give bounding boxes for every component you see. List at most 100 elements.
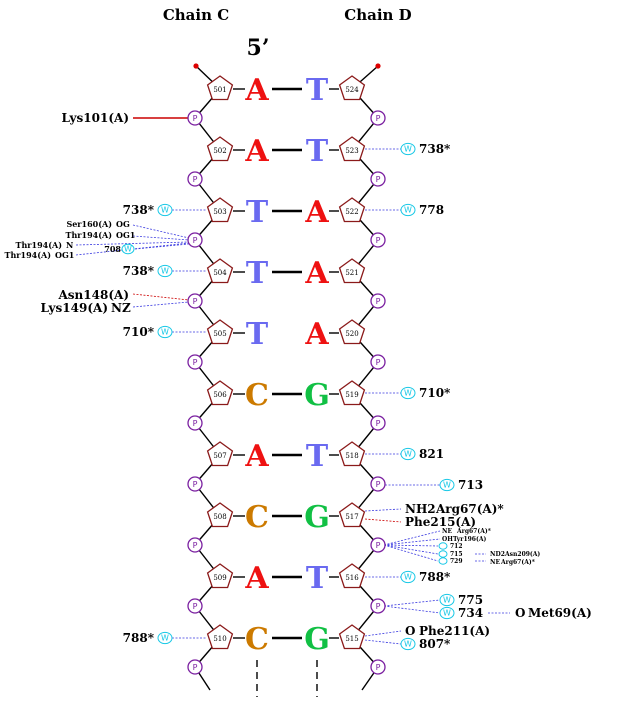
- residue-label: Arg67(A)*: [456, 528, 491, 535]
- phosphate-circle: [370, 659, 386, 675]
- residue-label: Tyr196(A): [453, 536, 486, 543]
- phosphate-letter: P: [193, 419, 198, 428]
- residue-number: 504: [213, 269, 227, 277]
- water-letter: W: [161, 206, 169, 215]
- base-letter: C: [245, 378, 269, 413]
- sugar-pentagon: [206, 563, 234, 589]
- atom-label: OG1: [116, 230, 135, 240]
- sugar-pentagon: [338, 197, 366, 223]
- water-label: 710*: [123, 325, 155, 339]
- phosphate-letter: P: [376, 358, 381, 367]
- phosphate-letter: P: [193, 358, 198, 367]
- water-label: 821: [419, 447, 444, 461]
- phosphate-circle: [187, 110, 203, 126]
- base-letter: G: [304, 622, 330, 657]
- sugar-pentagon: [338, 75, 366, 101]
- phosphate-circle: [370, 293, 386, 309]
- phosphate-letter: P: [376, 602, 381, 611]
- water-letter: W: [443, 609, 451, 618]
- water-molecule: [157, 203, 173, 217]
- residue-label: Phe211(A): [419, 624, 490, 638]
- phosphate-letter: P: [193, 175, 198, 184]
- atom-label: OG1: [55, 250, 74, 260]
- sugar-pentagon: [206, 624, 234, 650]
- water-molecule: [438, 557, 448, 565]
- phosphate-circle: [370, 171, 386, 187]
- phosphate-circle: [370, 537, 386, 553]
- water-letter: W: [161, 634, 169, 643]
- water-molecule: [157, 264, 173, 278]
- phosphate-circle: [187, 293, 203, 309]
- atom-label: NE: [490, 559, 500, 566]
- water-molecule: [400, 142, 416, 156]
- base-letter: A: [304, 256, 329, 291]
- atom-label: NZ: [111, 301, 131, 315]
- hbond-line: [132, 293, 190, 301]
- sugar-pentagon: [338, 502, 366, 528]
- phosphate-circle: [187, 415, 203, 431]
- phosphate-circle: [187, 598, 203, 614]
- base-letter: C: [245, 622, 269, 657]
- phosphate-letter: P: [193, 663, 198, 672]
- base-letter: T: [306, 439, 329, 474]
- water-letter: W: [404, 450, 412, 459]
- five-prime-label: 5’: [247, 35, 270, 61]
- base-letter: A: [244, 439, 269, 474]
- water-molecule: [157, 325, 173, 339]
- water-label: 775: [458, 593, 483, 607]
- sugar-pentagon: [338, 624, 366, 650]
- terminal-dot: [375, 63, 381, 69]
- phosphate-circle: [370, 415, 386, 431]
- phosphate-letter: P: [193, 541, 198, 550]
- sugar-pentagon: [338, 258, 366, 284]
- water-letter: W: [404, 206, 412, 215]
- phosphate-circle: [370, 232, 386, 248]
- phosphate-letter: P: [376, 236, 381, 245]
- hbond-line: [134, 243, 190, 250]
- residue-number: 515: [345, 635, 358, 643]
- sugar-pentagon: [338, 319, 366, 345]
- water-label: 788*: [419, 570, 451, 584]
- water-molecule: [157, 631, 173, 645]
- sugar-pentagon: [206, 136, 234, 162]
- hbond-line: [364, 518, 402, 523]
- water-label: 708: [104, 244, 121, 254]
- phosphate-letter: P: [193, 114, 198, 123]
- residue-number: 524: [345, 86, 359, 94]
- hbond-line: [383, 538, 441, 546]
- water-molecule: [400, 386, 416, 400]
- sugar-pentagon: [338, 563, 366, 589]
- chain-c-header: Chain C: [163, 6, 229, 24]
- phosphate-circle: [187, 232, 203, 248]
- base-letter: T: [306, 561, 329, 596]
- phosphate-letter: P: [376, 419, 381, 428]
- water-letter: W: [443, 481, 451, 490]
- atom-label: NH2: [405, 502, 436, 516]
- residue-number: 503: [213, 208, 226, 216]
- residue-number: 510: [213, 635, 226, 643]
- water-molecule: [400, 570, 416, 584]
- phosphate-letter: P: [193, 236, 198, 245]
- residue-number: 518: [345, 452, 358, 460]
- hbond-line: [383, 544, 439, 555]
- residue-number: 509: [213, 574, 226, 582]
- phosphate-letter: P: [376, 175, 381, 184]
- hbond-line: [132, 301, 190, 308]
- hbond-line: [132, 235, 190, 241]
- residue-label: Arg67(A)*: [435, 502, 504, 516]
- atom-label: NE: [442, 528, 452, 535]
- residue-label: Arg67(A)*: [500, 559, 535, 566]
- water-molecule: [400, 447, 416, 461]
- residue-number: 508: [213, 513, 226, 521]
- water-label: 713: [458, 478, 483, 492]
- sugar-pentagon: [338, 136, 366, 162]
- water-label: 807*: [419, 637, 451, 651]
- residue-number: 519: [345, 391, 358, 399]
- residue-number: 506: [213, 391, 227, 399]
- water-molecule: [439, 606, 455, 620]
- atom-label: ND2: [490, 551, 505, 558]
- residue-label: Lys101(A): [62, 111, 129, 125]
- water-label: 738*: [123, 264, 155, 278]
